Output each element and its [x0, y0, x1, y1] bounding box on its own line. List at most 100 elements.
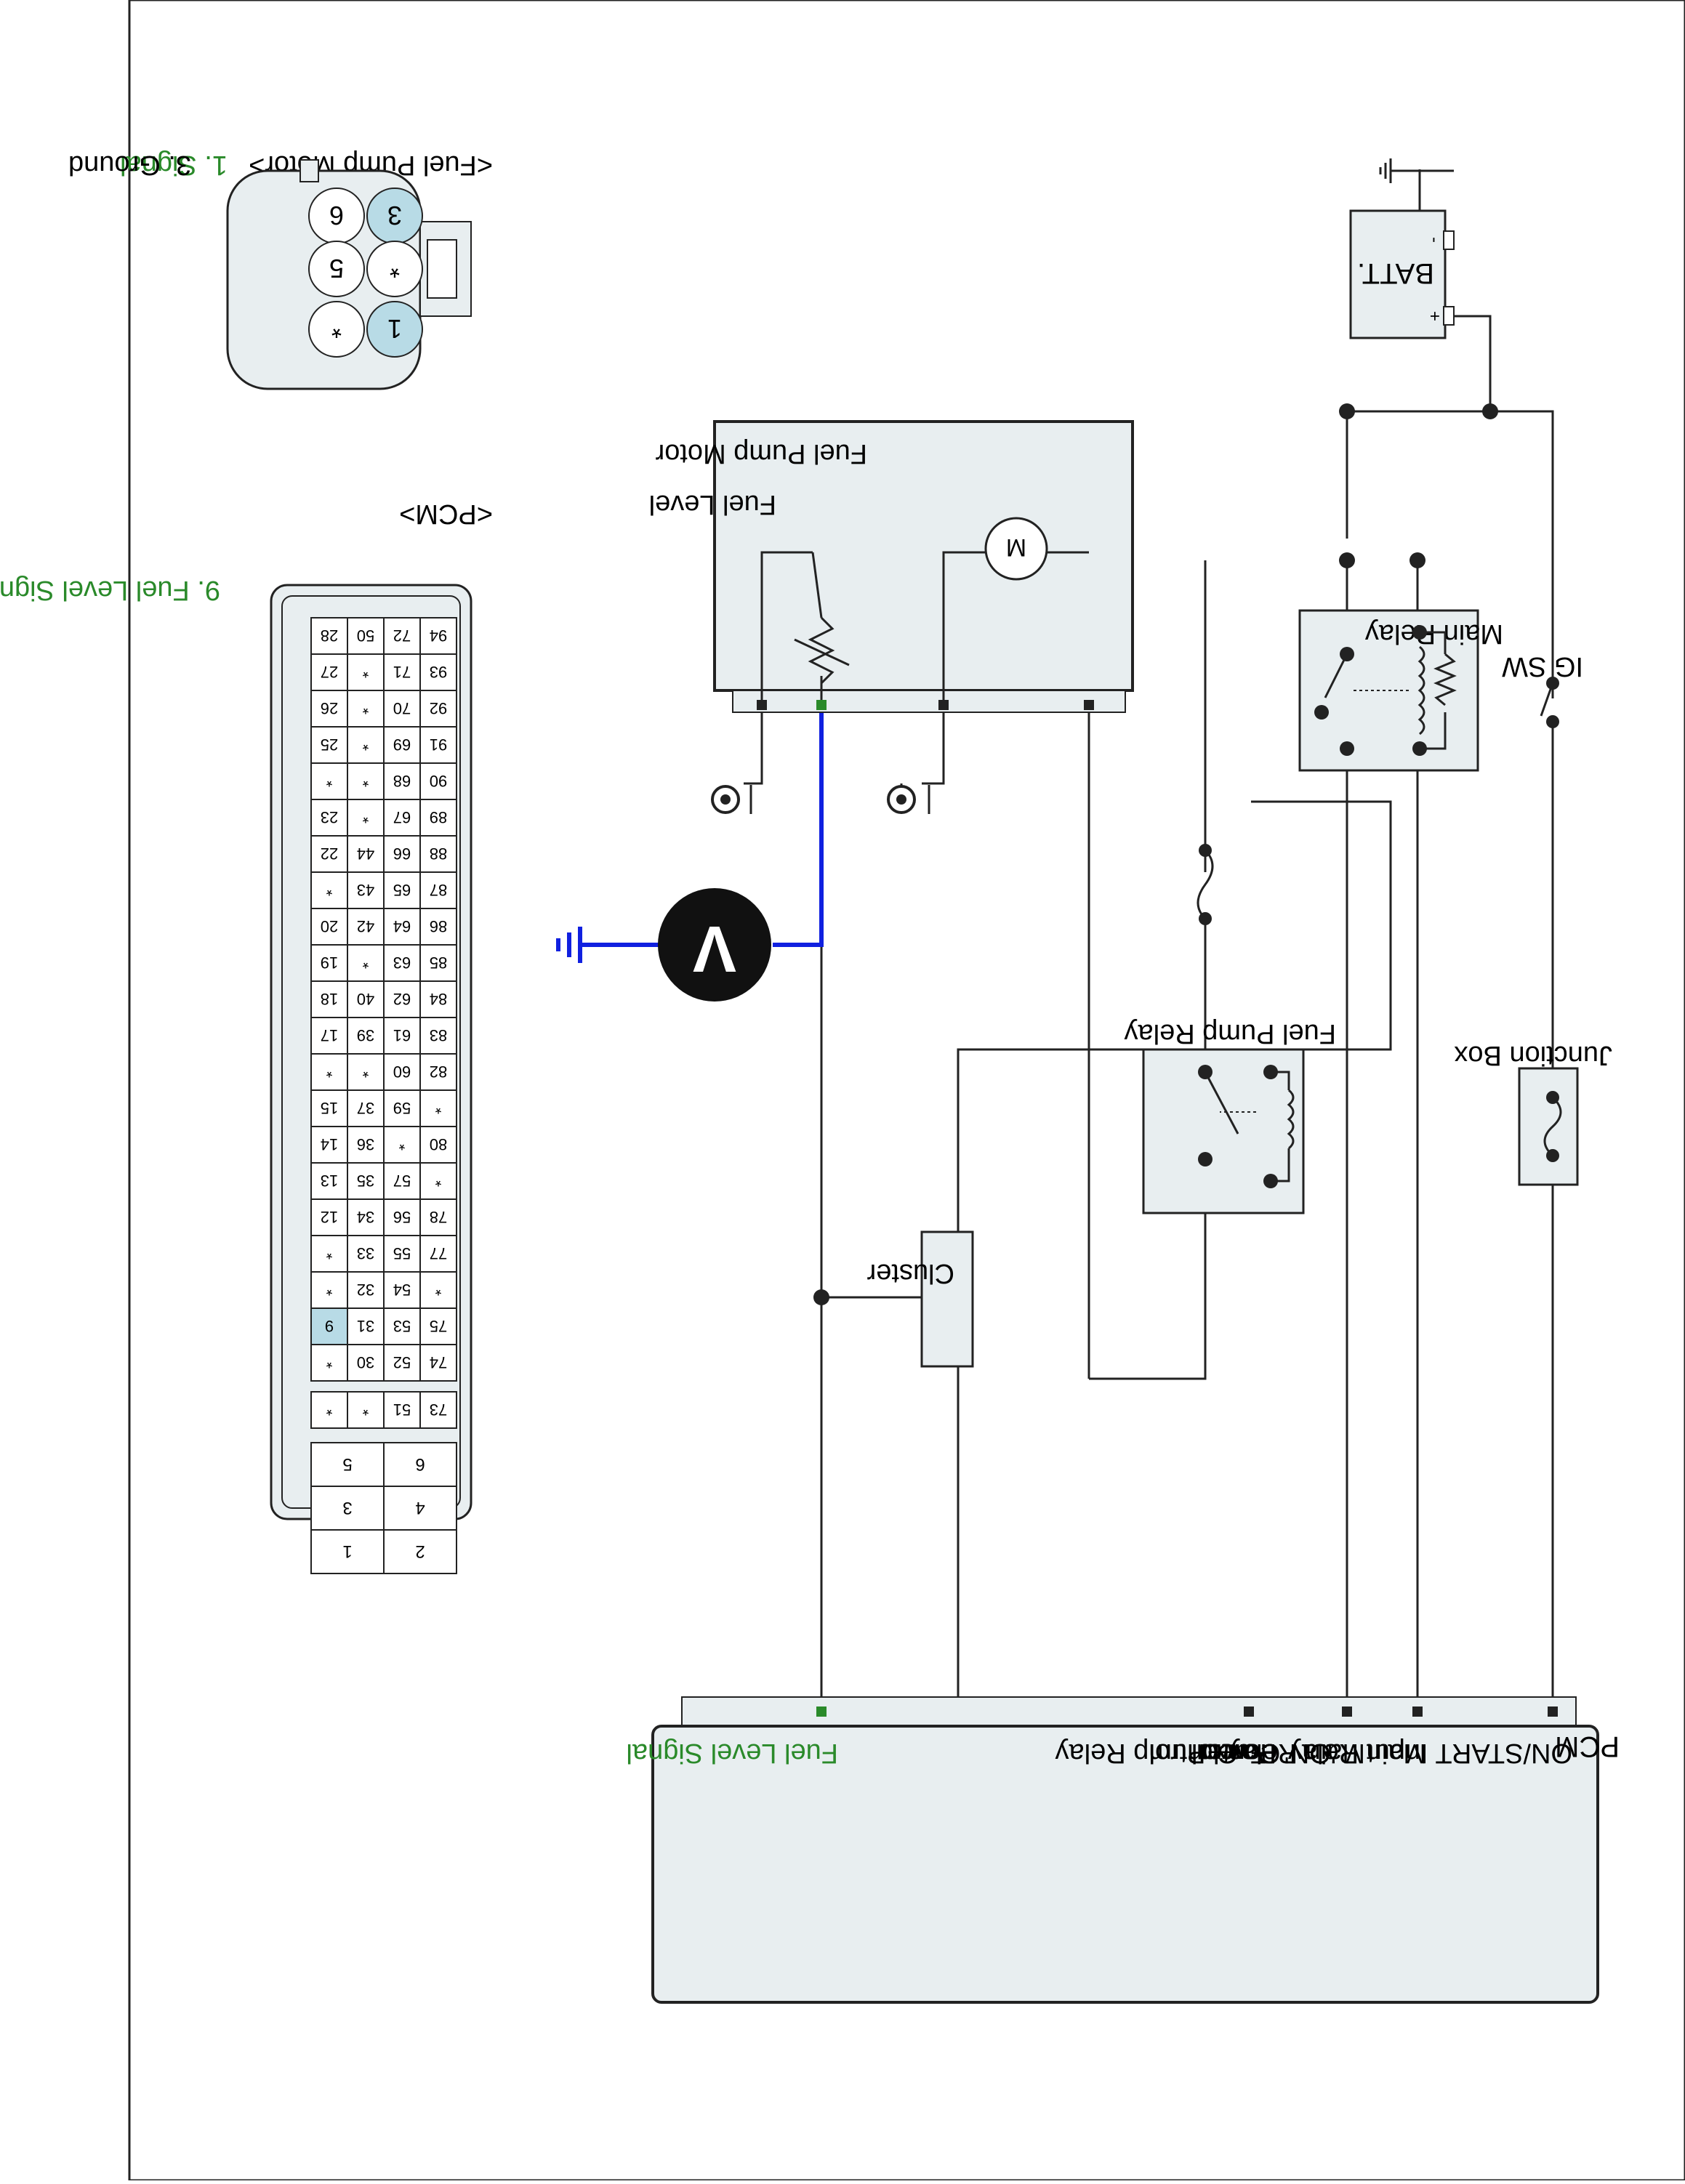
pcm-pin-label: 19	[321, 954, 338, 972]
pcm-pin-label: 61	[393, 1026, 411, 1044]
pcm-pin-label: 43	[357, 881, 374, 899]
cavity-label: 1	[387, 314, 402, 344]
pcm-pin-label: 23	[321, 808, 338, 826]
fuse	[1197, 844, 1214, 925]
pcm-pin-label: 60	[393, 1063, 411, 1081]
pcm-pin-label: 91	[430, 736, 447, 754]
pcm-pin-label: 77	[430, 1244, 447, 1262]
main-relay-label: Main Relay	[1365, 618, 1503, 649]
battery-plus: +	[1425, 311, 1444, 321]
cavity-label: 3	[387, 201, 402, 230]
pcm-pin-label: 74	[430, 1353, 447, 1371]
pcm-pin-label: 83	[430, 1026, 447, 1044]
pcm-pin-label: 67	[393, 808, 411, 826]
pcm-box: PCM ON/START Input Main Relay Control Ma…	[626, 1696, 1620, 2004]
pcm-pin-main-relay: Main Relay	[1227, 1738, 1365, 1768]
cluster: Cluster	[821, 1230, 974, 1368]
pcm-pin-label: 37	[357, 1099, 374, 1117]
ig-feed-wire	[1490, 410, 1554, 698]
battery-minus: -	[1425, 237, 1444, 243]
cavity-label: 5	[329, 254, 344, 283]
pcm-pin-label: *	[362, 736, 369, 754]
pcm-pin-label: 65	[393, 881, 411, 899]
cavity-star-a	[366, 241, 423, 297]
motor-symbol: M	[1006, 533, 1026, 561]
pcm-pin-fuel-pump-relay: Fuel Pump Relay	[1055, 1738, 1267, 1768]
pcm-pin-label: 26	[321, 699, 338, 717]
pcm-pin-label: *	[362, 1401, 369, 1419]
voltmeter-symbol: V	[693, 912, 736, 985]
pcm-pin-label: *	[398, 1135, 405, 1153]
fuel-pump-motor-connector: <Fuel Pump Motor> 3 * 1 6 5 * 1. Signal …	[68, 150, 493, 390]
voltmeter: V	[658, 888, 771, 1002]
pcm-pin-label: 52	[393, 1353, 411, 1371]
junction-box-fuse-icon	[1543, 1096, 1562, 1157]
pcm-pin-label: *	[362, 954, 369, 972]
pcm-pin-label: 54	[393, 1281, 411, 1299]
cavity-5	[308, 241, 365, 297]
pcm-pin-label: *	[362, 808, 369, 826]
relay-feed-wire	[1346, 410, 1490, 539]
pcm-pin-label: 27	[321, 663, 338, 681]
junction-dots	[813, 403, 1498, 1305]
pcm-pin-label: 28	[321, 626, 338, 645]
pcm-pin-label: 73	[430, 1401, 447, 1419]
pcm-pin-label: 72	[393, 626, 411, 645]
pcm-pin-label: 35	[357, 1172, 374, 1190]
pcm-pin-label: 90	[430, 772, 447, 790]
pcm-pin-main-relay-control: Main Relay Control	[1191, 1738, 1426, 1768]
voltmeter-icon	[658, 888, 771, 1002]
motor-ground-wire	[922, 704, 945, 785]
pcm-pin-label: 22	[321, 845, 338, 863]
pcm-title: PCM	[1555, 1730, 1620, 1762]
ig-switch-label: IG SW	[1502, 651, 1583, 682]
pcm-pin-label: 25	[321, 736, 338, 754]
pcm-pin-label: 75	[430, 1317, 447, 1335]
pcm-pin-label: 59	[393, 1099, 411, 1117]
pcm-pin-label: 51	[393, 1401, 411, 1419]
battery-label: BATT.	[1357, 257, 1434, 289]
pcm-pin-label: 69	[393, 736, 411, 754]
pcm-pin-label: 31	[357, 1317, 374, 1335]
motor-icon	[984, 517, 1048, 581]
cavity-label: 6	[329, 201, 344, 230]
probe-signal-wire	[773, 712, 824, 947]
fp-relay-coil-icon	[1287, 1089, 1295, 1150]
fuel-pump-relay-label: Fuel Pump Relay	[1125, 1018, 1336, 1049]
pcm-pin-label: *	[362, 1063, 369, 1081]
battery-ground-wire	[1400, 169, 1421, 172]
pcm-pin-label: 80	[430, 1135, 447, 1153]
pcm-pin-label: *	[326, 881, 332, 899]
motor-legend-signal: 1. Signal	[120, 150, 228, 180]
pcm-pin-label: 64	[393, 917, 411, 935]
pcm-pin-label: 14	[321, 1135, 338, 1153]
junction-box-label: Junction Box	[1454, 1040, 1612, 1071]
pcm-pin-label: 30	[357, 1353, 374, 1371]
pcm-pin-label: 66	[393, 845, 411, 863]
fuel-pump-motor-title: Fuel Pump Motor	[655, 438, 867, 469]
cavity-star-b	[308, 301, 365, 358]
pcm-pin-on-power: 'ON' Power	[1198, 1738, 1336, 1768]
pcm-pin-label: *	[362, 699, 369, 717]
pcm-pin-label: 39	[357, 1026, 374, 1044]
pcm-pin-label: 87	[430, 881, 447, 899]
pcm-pin-label: 70	[393, 699, 411, 717]
fuel-pump-relay: Fuel Pump Relay	[1125, 1018, 1336, 1214]
pcm-pin-label: *	[362, 772, 369, 790]
cavity-1	[366, 301, 423, 358]
pcm-pin-label: 20	[321, 917, 338, 935]
pcm-pin-label: *	[326, 1063, 332, 1081]
pcm-pin-label: 93	[430, 663, 447, 681]
pcm-pin-label: 56	[393, 1208, 411, 1226]
pcm-pin-on-start: ON/START Input	[1367, 1738, 1572, 1768]
pcm-pin-label: 44	[357, 845, 374, 863]
pcm-pin-label: 9	[325, 1317, 334, 1335]
pcm-power-pin-label: 5	[342, 1454, 352, 1474]
pcm-pin-label: 94	[430, 626, 447, 645]
pcm-pin-label: 12	[321, 1208, 338, 1226]
pcm-connector-legend: 9. Fuel Level Signal	[0, 575, 220, 605]
pcm-pin-label: 85	[430, 954, 447, 972]
pcm-pin-label: 92	[430, 699, 447, 717]
